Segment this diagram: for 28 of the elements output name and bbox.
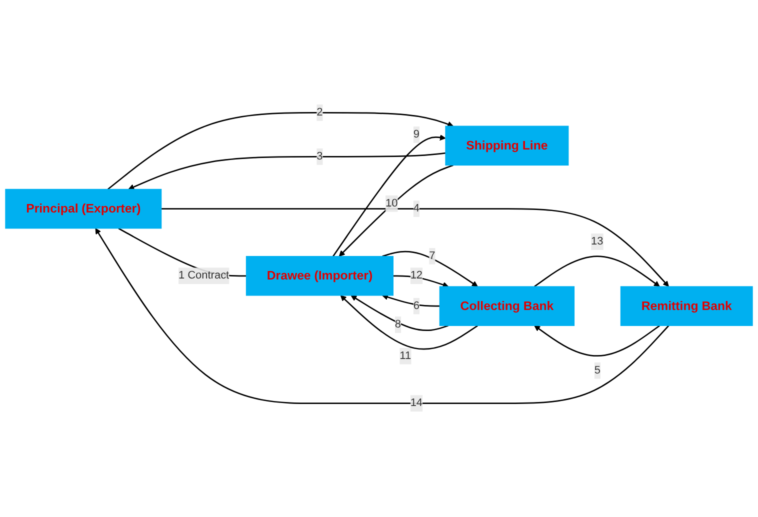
arrow [107, 112, 454, 190]
arrow [332, 135, 446, 258]
arrow [534, 326, 660, 357]
edge-label: 14 [410, 398, 423, 410]
node-box: Principal (Exporter) [5, 189, 162, 230]
arrow [350, 296, 449, 332]
edge-label: 2 [316, 107, 323, 119]
edge-label: 4 [413, 203, 420, 215]
edge-label: 6 [413, 300, 420, 312]
arrow [382, 294, 440, 308]
node-box: Remitting Bank [620, 286, 753, 326]
arrow [534, 256, 660, 288]
edge-label: 8 [394, 319, 402, 331]
edge-label: 11 [400, 350, 412, 362]
edge-label: 13 [591, 236, 604, 248]
arrow [340, 296, 478, 350]
node-box: Shipping Line [445, 126, 569, 166]
arrow [338, 165, 454, 258]
edge-label: 7 [429, 250, 436, 262]
edge-label: 12 [410, 270, 423, 282]
edge-label: 1 Contract [178, 270, 230, 282]
arrow [128, 152, 446, 190]
edge-label: 10 [385, 198, 398, 210]
node-box: Collecting Bank [439, 286, 575, 326]
edge-label: 3 [316, 150, 323, 163]
edge-label: 9 [413, 128, 420, 141]
node-box: Drawee (Importer) [246, 256, 394, 296]
edge-label: 5 [594, 364, 601, 377]
